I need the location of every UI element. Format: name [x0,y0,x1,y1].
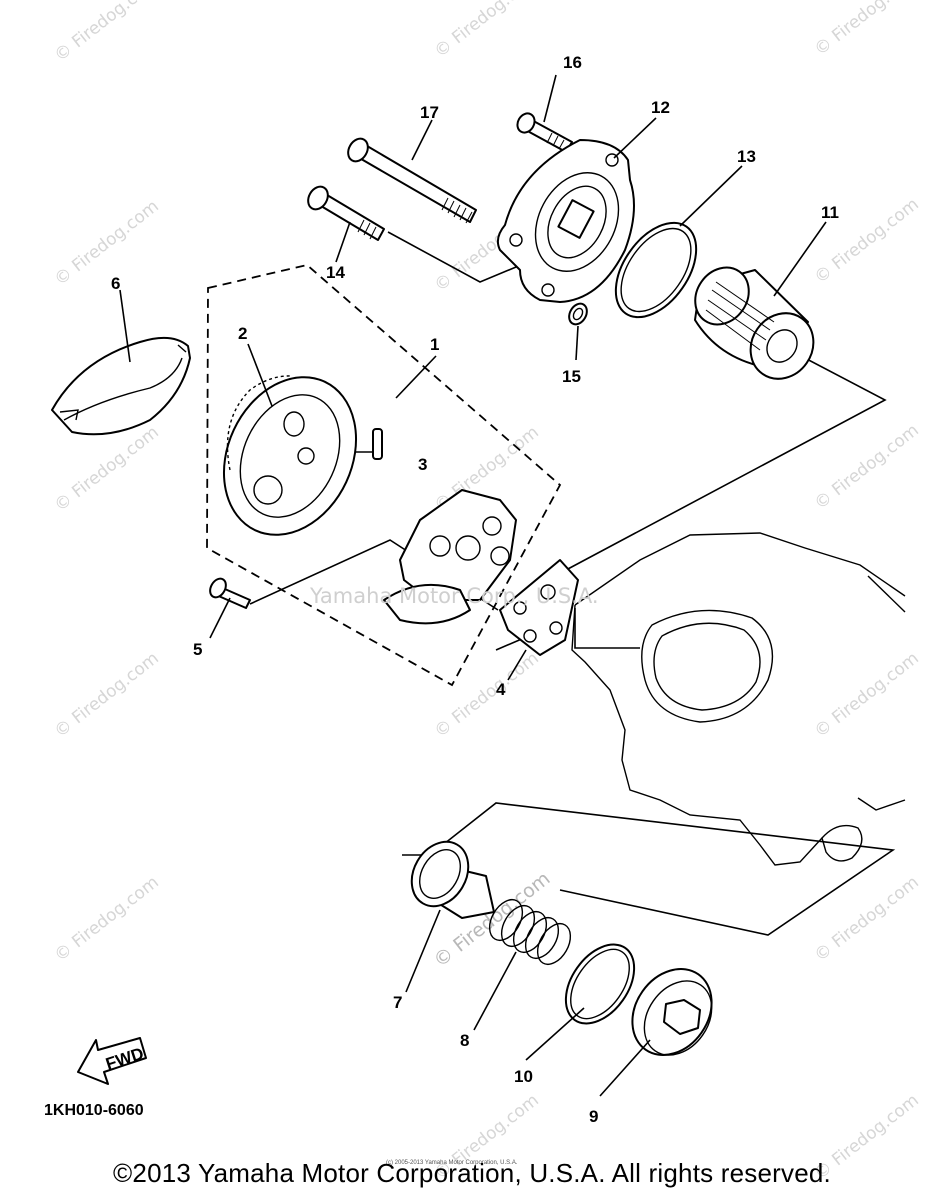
callout-14: 14 [326,263,345,282]
small-bolt-16 [516,112,573,153]
center-watermark: Yamaha Motor Corp., U.S.A. [309,584,599,608]
callout-11: 11 [821,203,839,222]
long-bolt [347,137,477,224]
dowel-pin [372,428,383,460]
callout-9: 9 [589,1107,598,1126]
o-ring-13 [614,221,698,319]
watermark: © Firedog.com [51,0,163,66]
callout-1: 1 [430,335,439,354]
watermark: © Firedog.com [811,0,923,60]
pump-body [383,489,517,625]
screw-5 [209,577,251,609]
pump-cover-guide [51,336,191,436]
watermark: © Firedog.com [51,648,163,742]
callout-numbers: 1 2 3 4 5 6 7 8 9 10 11 12 13 14 15 16 1… [111,53,839,1126]
drain-plug [631,968,713,1056]
compression-spring [488,899,572,965]
callout-7: 7 [393,993,402,1012]
watermark: © Firedog.com [431,0,543,62]
callout-5: 5 [193,640,202,659]
oil-strainer [410,840,495,919]
callout-15: 15 [562,367,581,386]
pump-gasket [499,559,579,656]
callout-12: 12 [651,98,670,117]
watermark: © Firedog.com [811,872,923,966]
watermark: © Firedog.com [811,420,923,514]
watermark: © Firedog.com [811,648,923,742]
callout-13: 13 [737,147,756,166]
engine-case-outline [571,532,906,866]
catalog-code: 1KH010-6060 [44,1102,144,1119]
callout-17: 17 [420,103,439,122]
tiny-copyright: (c) 2005-2013 Yamaha Motor Corporation, … [386,1160,518,1166]
oil-filter-element [694,266,815,380]
callout-6: 6 [111,274,120,293]
callout-2: 2 [238,324,247,343]
callout-8: 8 [460,1031,469,1050]
callout-10: 10 [514,1067,533,1086]
copyright-notice: ©2013 Yamaha Motor Corporation, U.S.A. A… [113,1158,831,1188]
pump-gear [222,375,358,536]
callout-4: 4 [496,680,506,699]
bolt-14 [307,185,385,241]
drain-o-ring [564,943,636,1025]
filter-cover [496,139,635,303]
small-o-ring-15 [568,302,588,326]
callout-16: 16 [563,53,582,72]
callout-3: 3 [418,455,427,474]
watermark: © Firedog.com [431,648,543,742]
watermark: © Firedog.com [51,196,163,290]
forward-arrow: FWD [77,1037,147,1085]
watermark: © Firedog.com [51,422,163,516]
watermark: © Firedog.com [51,872,163,966]
callout-leaders [119,74,827,1097]
